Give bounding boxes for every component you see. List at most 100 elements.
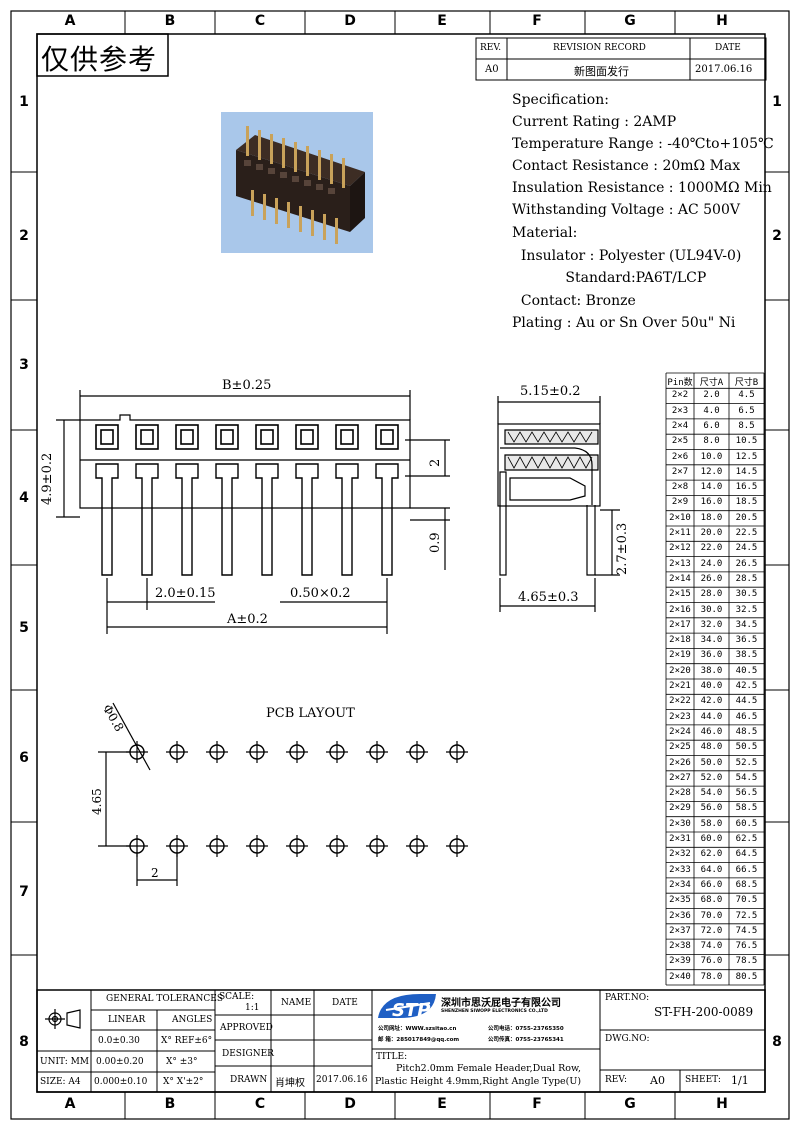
- general-tolerances-label: GENERAL TOLERANCES: [106, 994, 224, 1004]
- zone-col-e-top: E: [437, 13, 447, 29]
- projection-symbol: [45, 1009, 81, 1029]
- table-cell: 6.0: [703, 420, 720, 431]
- tol-linear-3: 0.000±0.10: [94, 1077, 148, 1087]
- table-cell: 22.5: [735, 528, 758, 538]
- table-cell: 4.5: [738, 390, 755, 401]
- table-cell: 18.0: [700, 512, 723, 523]
- size-label: SIZE: A4: [40, 1077, 81, 1087]
- dim-width: 5.15±0.2: [520, 384, 581, 399]
- zone-row-5-left: 5: [19, 620, 29, 636]
- table-cell: 36.0: [700, 650, 723, 661]
- table-cell: 52.5: [735, 757, 758, 768]
- drawn-label: DRAWN: [230, 1075, 268, 1085]
- table-cell: 24.5: [735, 543, 758, 554]
- date-header: DATE: [715, 43, 741, 53]
- table-cell: 32.0: [700, 619, 723, 630]
- zone-row-7-left: 7: [19, 884, 29, 900]
- spec-line: Temperature Range : -40℃to+105℃: [512, 136, 774, 152]
- drawn-name: 肖坤权: [275, 1078, 305, 1089]
- table-cell: 2×13: [669, 558, 691, 569]
- table-cell: 74.0: [700, 941, 723, 952]
- table-cell: 2×2: [671, 390, 689, 401]
- zone-col-b-top: B: [164, 13, 176, 29]
- table-cell: 48.0: [700, 742, 723, 753]
- name-label: NAME: [281, 998, 312, 1008]
- table-cell: 20.5: [735, 512, 758, 523]
- tol-angle-3: X° X'±2°: [163, 1077, 204, 1087]
- pcb-layout-title: PCB LAYOUT: [266, 706, 355, 721]
- rev-value: A0: [485, 64, 499, 75]
- table-cell: 70.5: [735, 895, 758, 906]
- zone-col-d-bottom: D: [344, 1096, 356, 1112]
- table-cell: 64.5: [735, 849, 758, 860]
- date-label: DATE: [332, 998, 358, 1008]
- zone-row-8-left: 8: [19, 1034, 29, 1050]
- table-cell: 6.5: [738, 405, 755, 416]
- table-header: 尺寸B: [734, 378, 759, 388]
- title-line-2: Plastic Height 4.9mm,Right Angle Type(U): [375, 1076, 582, 1087]
- pcb-row-spacing: 4.65: [90, 788, 104, 815]
- table-cell: 18.5: [735, 497, 758, 508]
- table-cell: 2×36: [669, 910, 691, 921]
- table-cell: 62.0: [700, 849, 723, 860]
- table-cell: 2×30: [669, 818, 691, 829]
- zone-col-h-top: H: [716, 13, 728, 29]
- table-cell: 2×3: [671, 405, 689, 416]
- table-cell: 56.0: [700, 803, 723, 814]
- table-cell: 54.0: [700, 788, 723, 799]
- table-cell: 60.5: [735, 818, 758, 829]
- table-cell: 2×19: [669, 650, 691, 661]
- company-email: 邮 箱：285017849@qq.com: [378, 1037, 460, 1043]
- title-line-1: Pitch2.0mm Female Header,Dual Row,: [396, 1063, 582, 1074]
- spec-line: Withstanding Voltage : AC 500V: [512, 202, 740, 218]
- table-cell: 2×27: [669, 772, 691, 783]
- table-cell: 68.5: [735, 879, 758, 890]
- scale-value: 1:1: [245, 1003, 260, 1013]
- zone-col-c-top: C: [254, 13, 266, 29]
- zone-row-1-right: 1: [772, 94, 782, 110]
- table-cell: 2×14: [669, 573, 691, 584]
- spec-line: Current Rating : 2AMP: [512, 114, 677, 130]
- company-logo: [378, 994, 436, 1018]
- table-cell: 68.0: [700, 895, 723, 906]
- table-cell: 66.0: [700, 879, 723, 890]
- zone-row-2-right: 2: [772, 228, 782, 244]
- table-cell: 2×24: [669, 726, 691, 737]
- table-cell: 2×4: [671, 420, 689, 431]
- table-cell: 14.0: [700, 482, 723, 493]
- stamp-box: [36, 33, 169, 77]
- part-no-label: PART.NO:: [605, 993, 650, 1003]
- spec-line: Material:: [512, 225, 578, 241]
- linear-label: LINEAR: [108, 1015, 146, 1025]
- table-cell: 2×31: [669, 834, 691, 844]
- table-cell: 28.0: [700, 589, 723, 600]
- company-phone: 公司电话：0755-23765350: [488, 1026, 564, 1032]
- table-cell: 46.5: [735, 711, 758, 722]
- zone-col-b-bottom: B: [164, 1096, 176, 1112]
- table-cell: 20.0: [700, 528, 723, 538]
- table-cell: 46.0: [700, 726, 723, 737]
- table-cell: 2×10: [669, 512, 691, 523]
- unit-label: UNIT: MM: [40, 1057, 90, 1067]
- table-cell: 22.0: [700, 543, 723, 554]
- spec-line: Standard:PA6T/LCP: [512, 270, 707, 286]
- tol-linear-1: 0.0±0.30: [98, 1036, 140, 1046]
- part-number: ST-FH-200-0089: [654, 1005, 754, 1019]
- spec-line: Specification:: [512, 92, 609, 108]
- company-website: 公司网址：WWW.szsitao.cn: [378, 1026, 457, 1032]
- table-cell: 78.0: [700, 971, 723, 982]
- table-cell: 70.0: [700, 910, 723, 921]
- table-cell: 2×40: [669, 971, 691, 982]
- zone-col-g-bottom: G: [624, 1096, 636, 1112]
- table-cell: 10.0: [700, 451, 723, 462]
- dim-height: 4.9±0.2: [40, 452, 55, 505]
- table-cell: 10.5: [735, 436, 758, 447]
- table-cell: 58.5: [735, 803, 758, 814]
- table-cell: 2×15: [669, 589, 691, 600]
- table-cell: 2×37: [669, 925, 691, 936]
- table-cell: 48.5: [735, 726, 758, 737]
- pcb-layout: [98, 702, 178, 886]
- table-cell: 2×8: [671, 482, 689, 493]
- table-cell: 2.0: [703, 390, 720, 401]
- table-cell: 2×16: [669, 604, 691, 615]
